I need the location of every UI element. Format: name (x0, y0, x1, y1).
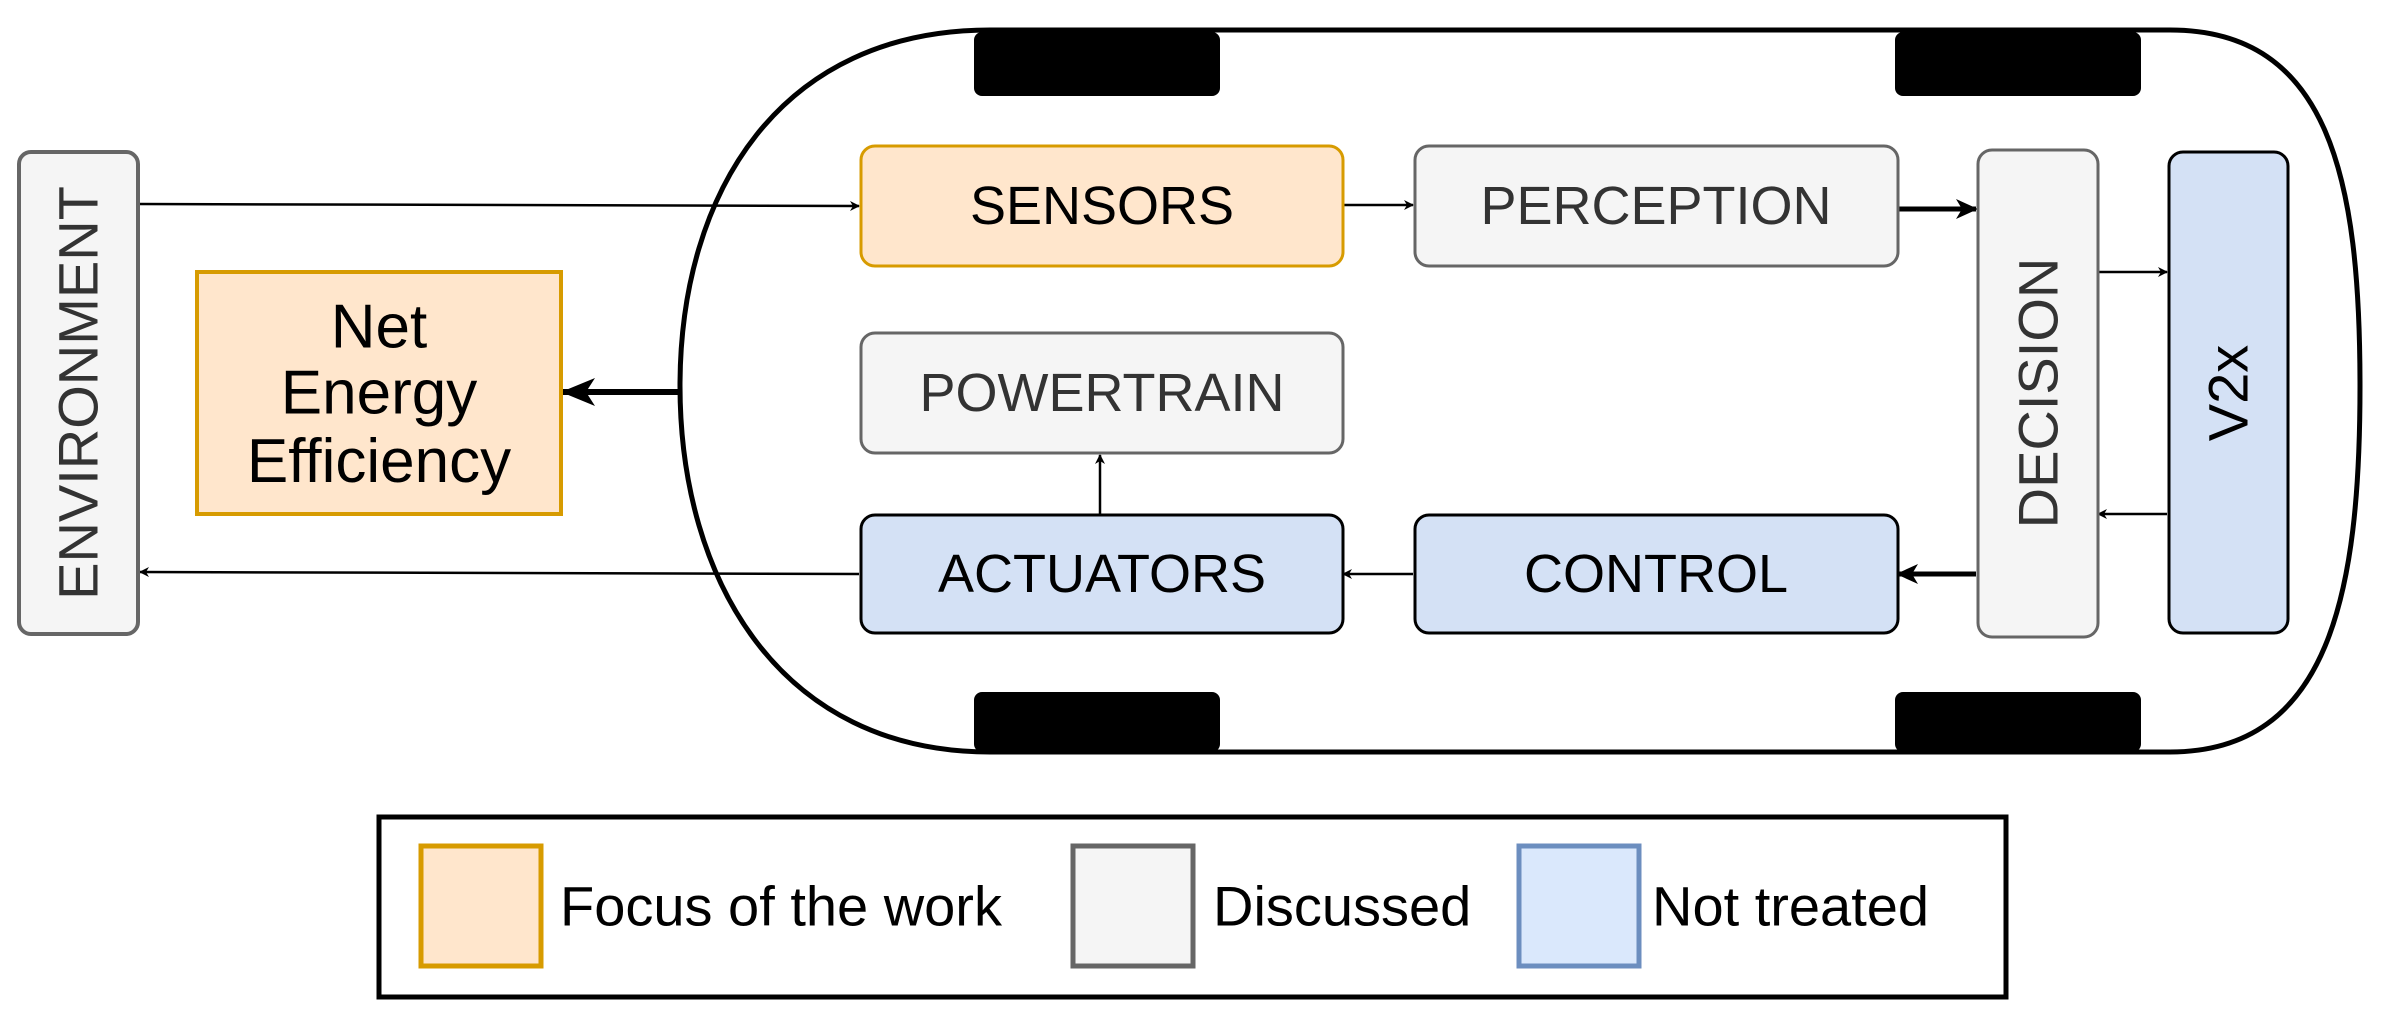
net-energy-line-2: Energy (281, 359, 477, 428)
wheel-rear-right (1895, 692, 2141, 752)
legend: Focus of the work Discussed Not treated (376, 814, 2009, 1000)
perception-label: PERCEPTION (1480, 176, 1831, 236)
legend-swatch-not-treated (1516, 843, 1642, 969)
net-energy-efficiency-box: Net Energy Efficiency (195, 270, 563, 516)
legend-swatch-focus (418, 843, 544, 969)
powertrain-box: POWERTRAIN (859, 331, 1345, 455)
actuators-box: ACTUATORS (859, 513, 1345, 635)
decision-label: DECISION (2007, 258, 2070, 529)
control-label: CONTROL (1524, 544, 1788, 604)
wheel-front-left (974, 32, 1220, 96)
wheel-rear-left (974, 692, 1220, 752)
control-box: CONTROL (1413, 513, 1900, 635)
environment-box: ENVIRONMENT (17, 150, 140, 636)
legend-label-discussed: Discussed (1213, 875, 1471, 938)
wheel-front-right (1895, 32, 2141, 96)
net-energy-line-3: Efficiency (247, 427, 511, 496)
actuators-label: ACTUATORS (938, 544, 1266, 604)
arrow-actuators-to-environment (139, 567, 860, 578)
net-energy-line-1: Net (331, 293, 427, 362)
perception-box: PERCEPTION (1413, 144, 1900, 268)
sensors-label: SENSORS (970, 176, 1234, 236)
legend-label-focus: Focus of the work (560, 875, 1003, 938)
legend-swatch-discussed (1070, 843, 1196, 969)
arrow-environment-to-sensors (137, 200, 860, 211)
v2x-box: V2x (2167, 150, 2290, 635)
connectors (137, 199, 2168, 584)
v2x-label: V2x (2197, 345, 2260, 442)
sensors-box: SENSORS (859, 144, 1345, 268)
decision-box: DECISION (1976, 148, 2100, 639)
legend-label-not-treated: Not treated (1652, 875, 1929, 938)
environment-label: ENVIRONMENT (47, 186, 110, 600)
powertrain-label: POWERTRAIN (919, 363, 1284, 423)
